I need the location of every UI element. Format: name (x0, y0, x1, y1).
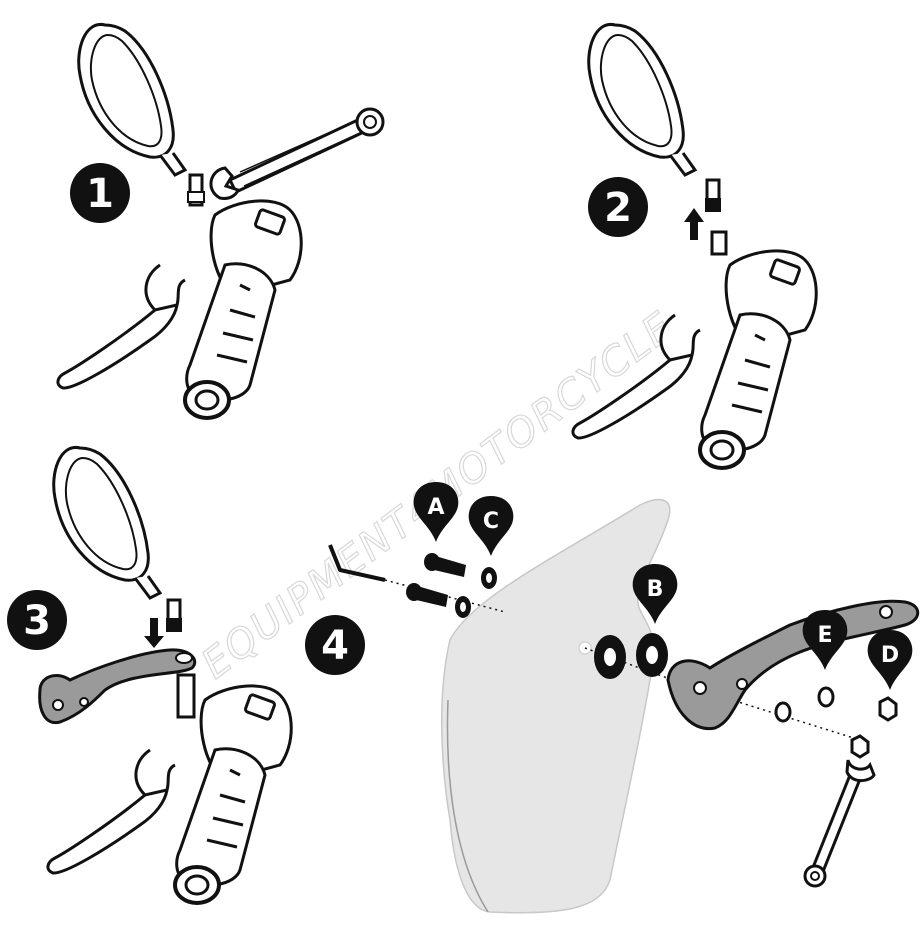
mirror-icon (587, 22, 697, 177)
step-2-illustration (570, 22, 819, 470)
step-2-badge: 2 (588, 177, 648, 237)
wrench-icon (209, 107, 385, 200)
arrow-up-icon (684, 208, 704, 240)
wrench-icon (803, 759, 876, 888)
part-letter-a: A (427, 495, 444, 520)
windscreen-icon (441, 498, 671, 914)
step-4-number: 4 (321, 623, 349, 669)
mounting-bracket-icon (666, 599, 920, 731)
part-letter-e: E (817, 623, 832, 648)
washer-icon (455, 567, 497, 618)
handlebar-grip-icon (55, 198, 304, 420)
part-letter-d: D (881, 643, 899, 668)
step-3-badge: 3 (7, 590, 67, 650)
step-1-illustration (55, 22, 385, 420)
bolt-icon (406, 553, 466, 607)
nut-icon (850, 696, 898, 759)
part-pin-d: D (867, 630, 913, 690)
part-pin-c: C (468, 496, 514, 556)
step-1-badge: 1 (70, 163, 130, 223)
handlebar-grip-icon (45, 683, 294, 905)
rubber-washer-icon (594, 633, 668, 679)
step-2-number: 2 (604, 185, 632, 231)
thread-icon (166, 618, 182, 632)
part-pin-b: B (632, 564, 678, 624)
mirror-icon (77, 22, 187, 177)
part-pin-e: E (802, 610, 848, 670)
mirror-icon (52, 445, 162, 600)
part-letter-c: C (483, 509, 499, 534)
step-3-number: 3 (23, 598, 51, 644)
thread-icon (705, 198, 721, 212)
step-1-number: 1 (86, 171, 114, 217)
part-letter-b: B (647, 577, 664, 602)
allen-key-icon (328, 544, 386, 582)
arrow-down-icon (144, 618, 164, 648)
step-3-illustration (38, 445, 294, 905)
part-pin-a: A (413, 482, 459, 542)
step-4-badge: 4 (305, 615, 365, 675)
adapter-bracket-icon (38, 648, 197, 725)
washer-icon (774, 686, 835, 723)
